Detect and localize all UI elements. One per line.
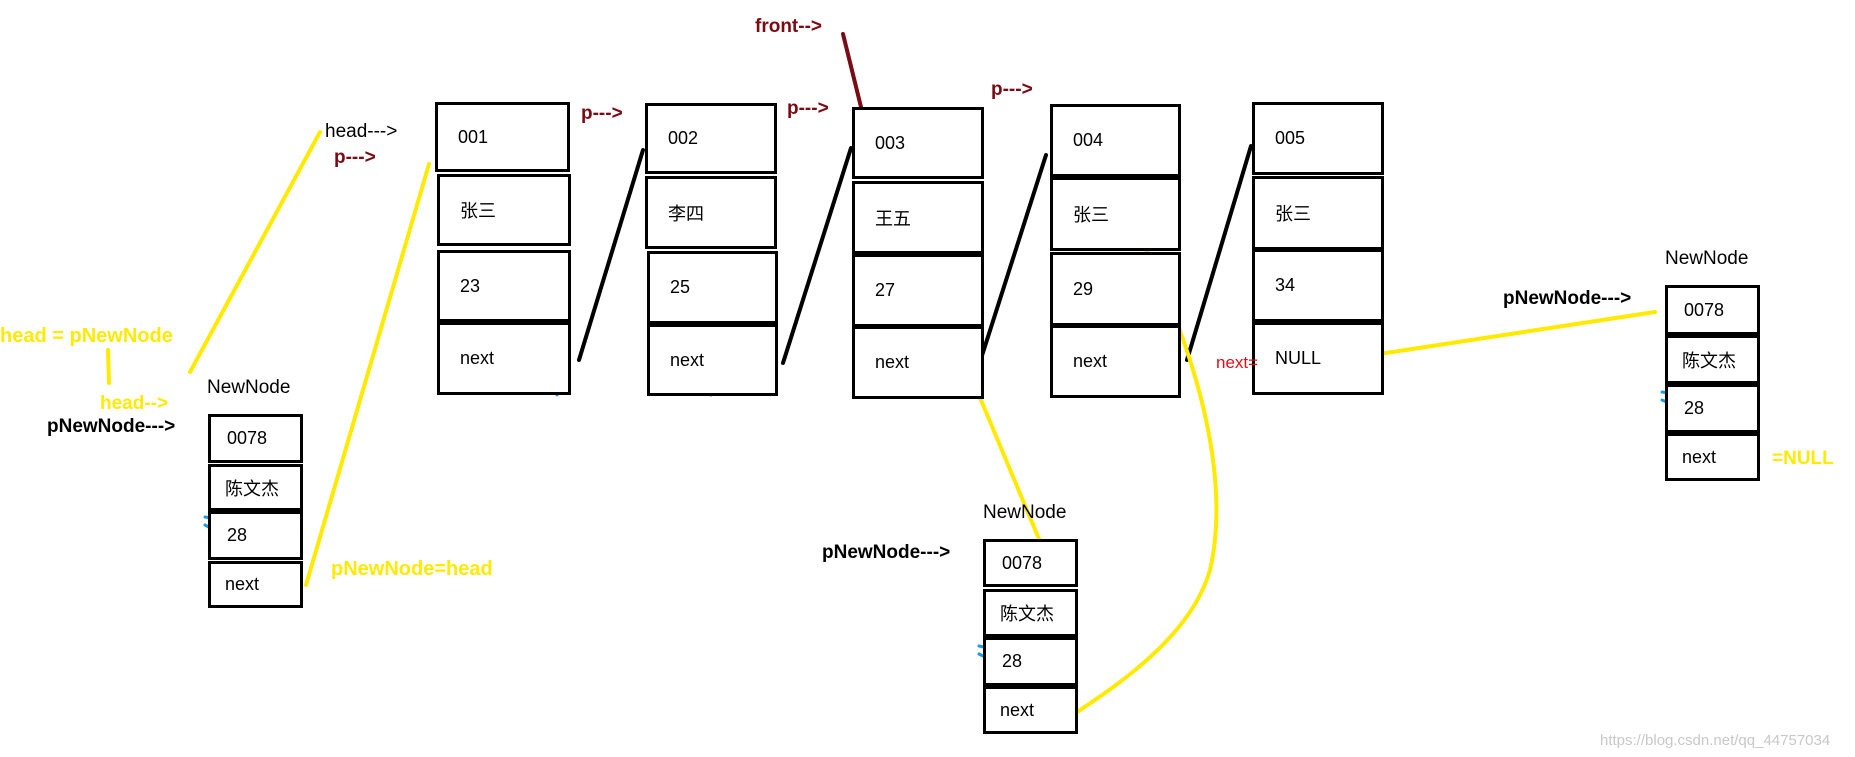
new-node-mid-age-cell: 28 [983, 637, 1078, 686]
p-pointer-label-3: p---> [787, 98, 829, 119]
node-003-name-cell: 王五 [852, 181, 984, 254]
pnewnode-pointer-left: pNewNode---> [47, 416, 176, 437]
front-pointer-label: front--> [755, 16, 823, 37]
node-age: 34 [1275, 275, 1296, 295]
node-003-id-cell: 003 [852, 107, 984, 179]
node005-next-to-newnode-link [1351, 310, 1657, 360]
head-to-pnewnode-link [188, 130, 322, 374]
new-node-left-id-cell: 0078 [208, 414, 303, 463]
head-pointer-label: head---> [325, 121, 398, 142]
node-age: 29 [1073, 278, 1094, 299]
next-link-002-003 [781, 146, 853, 365]
node-002-next-cell: next [647, 324, 778, 396]
front-pointer-line [841, 32, 863, 109]
new-node-mid-id-cell: 0078 [983, 539, 1078, 587]
node-name: 李四 [668, 203, 704, 224]
p-pointer-label-4: p---> [991, 79, 1033, 100]
node-id: 0078 [227, 428, 268, 448]
head-yellow-pointer-label: head--> [100, 393, 169, 414]
node-next: next [670, 349, 705, 370]
node-005-next-cell: NULL [1252, 322, 1384, 395]
node-name: 张三 [460, 201, 496, 221]
new-node-left-next-cell: next [208, 561, 303, 608]
node-age: 28 [227, 525, 248, 545]
node-004-name-cell: 张三 [1050, 177, 1181, 251]
node-next: next [225, 574, 260, 594]
node-name: 陈文杰 [1000, 604, 1054, 624]
node-name: 张三 [1073, 205, 1109, 225]
node-003-age-cell: 27 [852, 254, 984, 327]
node-003-next-cell: next [852, 326, 984, 399]
head-equals-pnewnode-label: head = pNewNode [0, 325, 173, 347]
node-name: 王五 [875, 208, 911, 229]
new-node-left-age-cell: 28 [208, 511, 303, 560]
pnewnode-next-to-head-link [304, 162, 431, 587]
new-node-left-name-cell: 陈文杰 [208, 464, 303, 511]
node-002-id-cell: 002 [645, 103, 777, 174]
head-eq-connector [106, 348, 111, 385]
node-004-age-cell: 29 [1050, 252, 1181, 326]
node-next: next [460, 348, 495, 368]
new-node-mid-next-cell: next [983, 686, 1078, 734]
node-id: 0078 [1002, 552, 1043, 573]
node-001-name-cell: 张三 [437, 174, 571, 246]
node-id: 004 [1073, 130, 1104, 150]
node-name: 张三 [1275, 204, 1311, 224]
new-node-right-age-cell: 28 [1665, 384, 1760, 433]
next-link-001-002 [577, 148, 645, 362]
node-id: 0078 [1684, 299, 1725, 320]
watermark: https://blog.csdn.net/qq_44757034 [1600, 732, 1831, 749]
node-004-next-cell: next [1050, 325, 1181, 398]
node-id: 002 [668, 128, 699, 148]
newnode-title-middle: NewNode [983, 502, 1067, 523]
node-next: NULL [1275, 348, 1322, 368]
node-age: 23 [460, 275, 481, 296]
node-age: 28 [1684, 398, 1705, 418]
node-002-name-cell: 李四 [645, 176, 777, 249]
p-pointer-label-1: p---> [334, 147, 376, 168]
equals-null-label: =NULL [1772, 448, 1834, 469]
node-005-age-cell: 34 [1252, 249, 1384, 322]
newnode-title-left: NewNode [207, 377, 291, 398]
newnode-title-right: NewNode [1665, 248, 1749, 269]
new-node-right-name-cell: 陈文杰 [1665, 335, 1760, 384]
new-node-right-next-cell: next [1665, 433, 1760, 481]
next-link-004-005 [1185, 144, 1253, 362]
node-age: 25 [670, 277, 691, 297]
node-age: 28 [1002, 651, 1023, 671]
node-next: next [1682, 446, 1717, 467]
next-link-003-004 [977, 153, 1048, 367]
node-001-next-cell: next [437, 322, 571, 395]
node-005-name-cell: 张三 [1252, 176, 1384, 250]
node-001-age-cell: 23 [437, 250, 571, 322]
node-next: next [1000, 699, 1035, 720]
node-005-id-cell: 005 [1252, 102, 1384, 175]
node-id: 005 [1275, 128, 1306, 148]
node-name: 陈文杰 [1682, 350, 1736, 371]
node-next: next [875, 352, 910, 372]
node-id: 003 [875, 132, 906, 153]
p-pointer-label-2: p---> [581, 103, 623, 124]
pnewnode-pointer-middle: pNewNode---> [822, 542, 951, 563]
node-004-id-cell: 004 [1050, 104, 1181, 177]
node-age: 27 [875, 280, 896, 300]
node-next: next [1073, 351, 1108, 371]
pnewnode-pointer-right: pNewNode---> [1503, 288, 1632, 309]
node-id: 001 [458, 126, 489, 147]
new-node-mid-name-cell: 陈文杰 [983, 589, 1078, 637]
pnewnode-equals-head-label: pNewNode=head [331, 558, 493, 580]
node-name: 陈文杰 [225, 478, 279, 499]
new-node-right-id-cell: 0078 [1665, 285, 1760, 335]
next-equals-label: next= [1216, 353, 1259, 372]
node-002-age-cell: 25 [647, 251, 778, 324]
node-001-id-cell: 001 [435, 102, 570, 172]
